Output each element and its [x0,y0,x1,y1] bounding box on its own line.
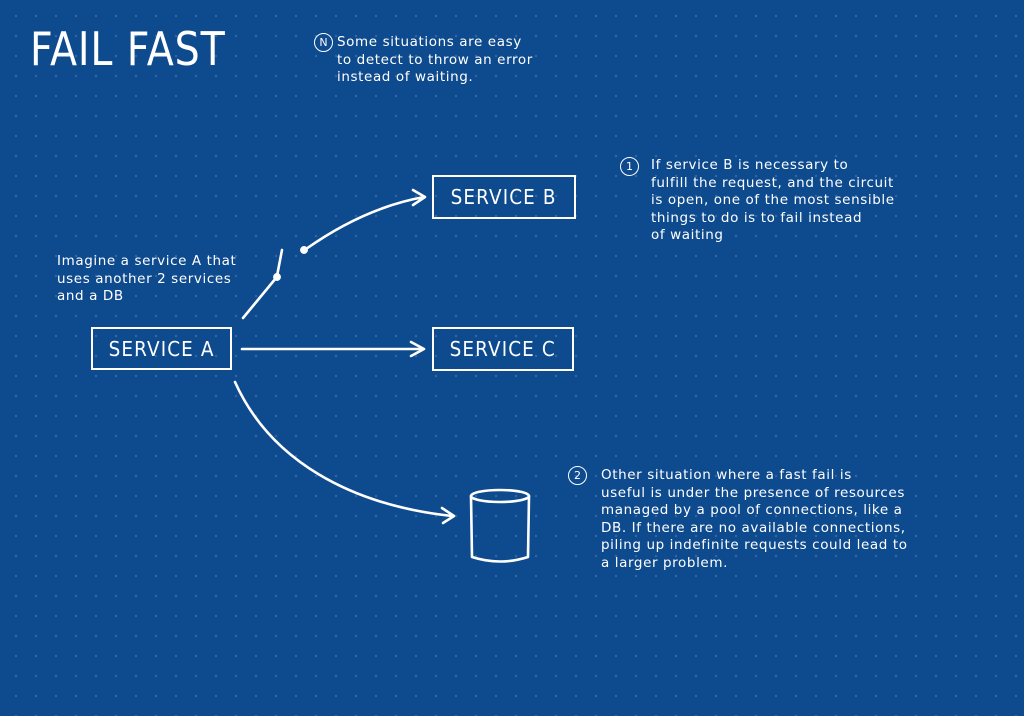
arrowhead-service-c [409,340,426,358]
note-2-text: Other situation where a fast fail is use… [601,467,908,571]
switch-open-blade [275,248,284,278]
service-b-label: SERVICE B [450,185,557,209]
page-title: FAIL FAST [30,22,226,76]
service-c-label: SERVICE C [449,337,557,361]
switch-lead-line [241,276,278,320]
service-b-box: SERVICE B [432,175,576,219]
note-n-text: Some situations are easy to detect to th… [337,34,533,85]
arrowhead-database [440,506,456,525]
note-1-badge: 1 [620,157,639,176]
intro-text: Imagine a service A that uses another 2 … [57,253,237,304]
arrow-to-database [233,380,454,518]
arrowhead-service-b [411,188,427,207]
service-a-label: SERVICE A [108,336,215,361]
service-c-box: SERVICE C [432,327,574,371]
note-1-text: If service B is necessary to fulfill the… [651,157,895,243]
database-icon [469,488,531,563]
note-n-badge: N [314,33,333,52]
note-2-badge: 2 [568,466,587,485]
service-a-box: SERVICE A [91,327,232,370]
arrow-to-service-b [304,195,426,251]
